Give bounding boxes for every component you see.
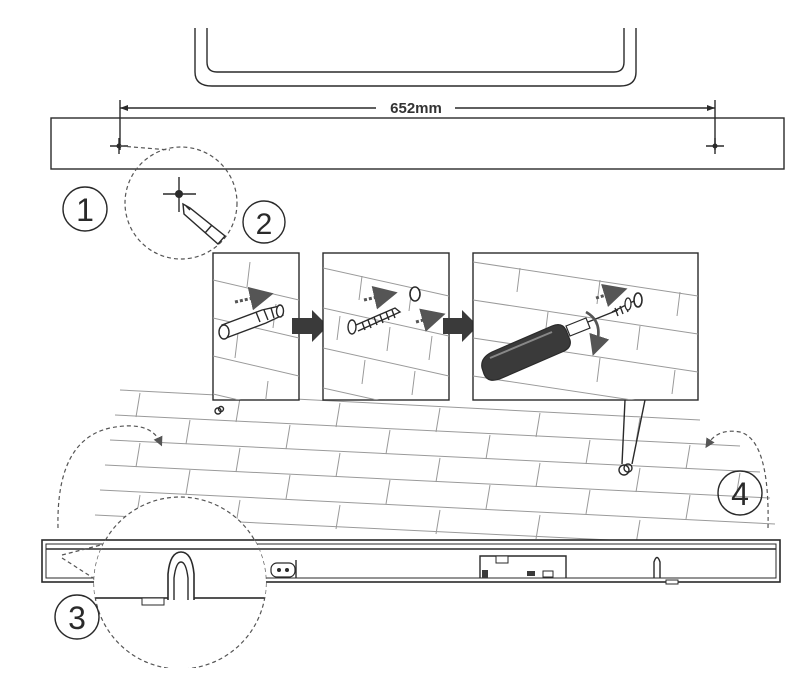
mounting-template (50, 117, 785, 170)
dimension-line (119, 100, 716, 150)
step-3-badge: 3 (54, 594, 100, 640)
connector-panel (479, 555, 567, 578)
soundbar-foot (665, 579, 679, 585)
insert-arrow-3 (415, 308, 446, 332)
insert-arrow-4 (595, 283, 628, 307)
insert-arrow-2 (363, 285, 398, 310)
screwdriver-icon (481, 309, 619, 381)
dimension-label: 652mm (390, 100, 442, 117)
magnifier-pencil-mark (119, 145, 238, 260)
screw-icon (347, 307, 402, 335)
placement-arrow-right (705, 430, 769, 529)
placement-arrow-left (57, 425, 163, 529)
crosshair-mark-left (110, 138, 128, 154)
pencil-icon (182, 202, 227, 245)
wall-screw-right (618, 399, 646, 476)
wall-screw-left (214, 405, 225, 415)
arrow-right-icon-2 (443, 310, 478, 342)
step-2-badge: 2 (242, 200, 286, 244)
washer-icon (409, 286, 421, 302)
arrow-right-icon (292, 310, 328, 342)
panel-screwdriver (472, 252, 699, 401)
keyhole-slot-icon (653, 556, 661, 578)
step-2-number: 2 (256, 208, 273, 241)
power-socket (270, 560, 297, 578)
step-3-number: 3 (68, 600, 86, 636)
step-1-badge: 1 (62, 186, 108, 232)
rotate-arrow-icon (585, 310, 610, 356)
keyhole-slot-icon-large (167, 551, 195, 600)
step-4-number: 4 (731, 476, 749, 512)
magnifier-keyhole (61, 496, 267, 670)
step-4-badge: 4 (717, 470, 763, 516)
panel-screw-washer (322, 252, 450, 401)
step-1-number: 1 (76, 192, 94, 228)
panel-insert-anchor (212, 252, 300, 401)
crosshair-mark-right (706, 138, 724, 154)
tv-outline (194, 28, 637, 87)
